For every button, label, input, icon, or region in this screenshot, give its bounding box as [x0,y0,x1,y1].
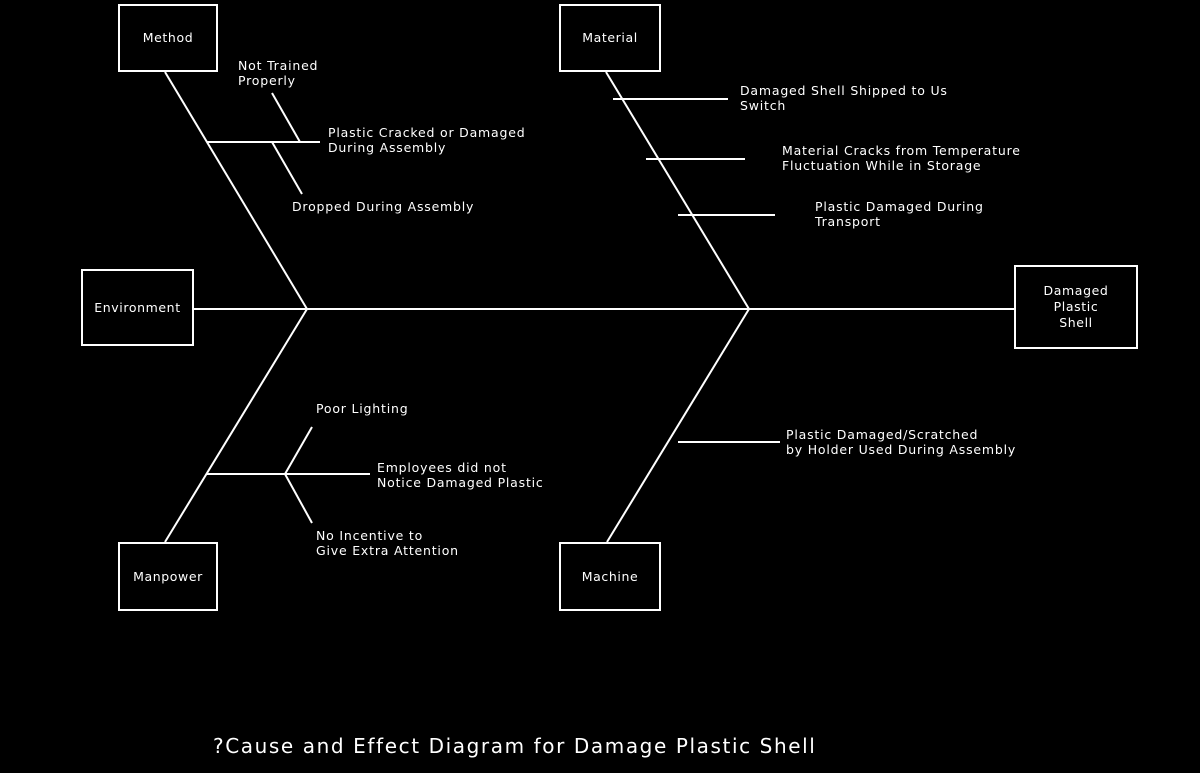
manpower-main-label: Employees did not Notice Damaged Plastic [377,460,544,490]
manpower-sub2-branch [284,473,313,524]
material-cause-2: Material Cracks from Temperature Fluctua… [782,143,1021,173]
machine-bone [606,308,750,543]
method-sub2-branch [271,141,303,195]
method-main-label: Plastic Cracked or Damaged During Assemb… [328,125,526,155]
material-bone [605,71,750,310]
method-bone [164,71,308,310]
category-manpower: Manpower [118,542,218,611]
category-material: Material [559,4,661,72]
machine-cause-1: Plastic Damaged/Scratched by Holder Used… [786,427,1017,457]
material-cause-1: Damaged Shell Shipped to Us Switch [740,83,948,113]
diagram-caption: ?Cause and Effect Diagram for Damage Pla… [213,734,817,758]
category-environment: Environment [81,269,194,346]
category-method: Method [118,4,218,72]
method-sub2-label: Dropped During Assembly [292,199,475,214]
effect-box: Damaged Plastic Shell [1014,265,1138,349]
manpower-sub1-branch [284,426,313,475]
method-sub1-label: Not Trained Properly [238,58,319,88]
method-sub1-branch [271,92,301,143]
material-cause-3: Plastic Damaged During Transport [815,199,984,229]
manpower-bone [164,308,308,543]
manpower-sub2-label: No Incentive to Give Extra Attention [316,528,459,558]
category-machine: Machine [559,542,661,611]
manpower-sub1-label: Poor Lighting [316,401,409,416]
